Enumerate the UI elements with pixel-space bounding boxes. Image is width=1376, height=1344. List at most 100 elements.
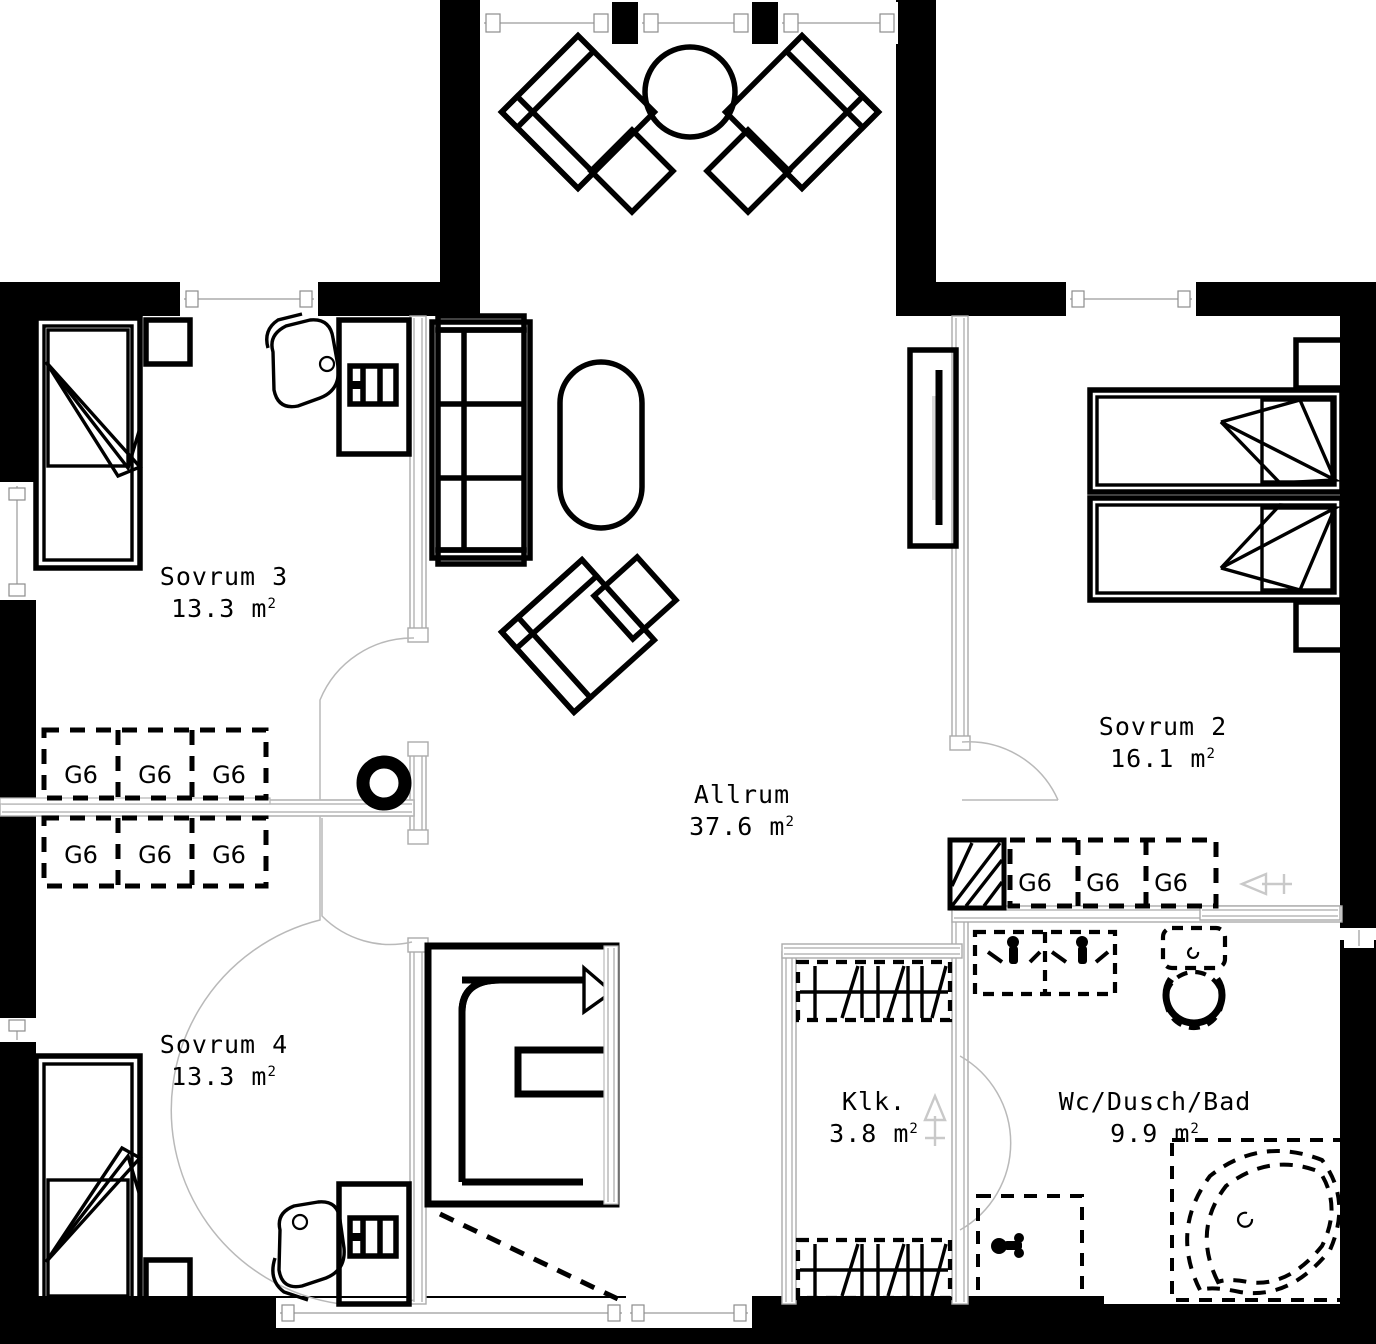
direction-arrow-icon — [1238, 872, 1292, 896]
column-icon — [356, 755, 412, 811]
bed-icon — [33, 315, 143, 571]
room-unit-sup: 2 — [909, 1121, 918, 1137]
svg-text:13.3 m2: 13.3 m2 — [171, 594, 277, 623]
room-unit-sup: 2 — [785, 814, 794, 830]
nightstand-icon — [1293, 599, 1351, 653]
wardrobe-cell-label: G6 — [138, 761, 172, 789]
room-name: Wc/Dusch/Bad — [1059, 1087, 1252, 1116]
oval-coffee-table-icon — [557, 359, 645, 531]
bathroom-fixtures — [972, 925, 1344, 1302]
room-label-sovrum4: Sovrum 4 13.3 m2 — [160, 1030, 288, 1091]
stair-icon — [424, 942, 622, 1303]
klk-storage — [795, 959, 953, 1301]
room-label-klk: Klk. 3.8 m2 — [829, 1087, 919, 1148]
washbasin-icon — [972, 929, 1118, 997]
partition-wall — [407, 741, 429, 845]
window-icon — [638, 2, 752, 44]
wall-mullion — [752, 2, 778, 44]
wardrobe-cell-label: G6 — [64, 841, 98, 869]
room-label-sovrum3: Sovrum 3 13.3 m2 — [160, 562, 287, 623]
wall-mullion — [612, 2, 638, 44]
wardrobe-cell-label: G6 — [138, 841, 172, 869]
room-unit-sup: 2 — [267, 596, 276, 612]
wall-segment — [318, 282, 480, 316]
window-icon — [180, 284, 318, 314]
door-swing-icon — [959, 1055, 1012, 1231]
room-unit-sup: 2 — [1190, 1121, 1199, 1137]
desk-icon — [336, 1181, 412, 1307]
wall-segment — [0, 282, 36, 482]
direction-arrow-icon — [923, 1092, 947, 1146]
room-label-wcduschbad: Wc/Dusch/Bad 9.9 m2 — [1059, 1087, 1252, 1148]
room-area: 16.1 — [1110, 744, 1174, 773]
tall-cabinet-icon — [907, 347, 959, 549]
nightstand-icon — [143, 1257, 193, 1307]
partition-wall — [1199, 905, 1341, 921]
partition-wall — [407, 315, 429, 643]
room-unit: m — [769, 812, 785, 841]
bed-icon — [1087, 387, 1345, 495]
sovrum4-furniture — [33, 1053, 412, 1309]
armchair-icon — [721, 31, 883, 193]
door-swing-icon — [961, 741, 1059, 801]
ottoman-icon — [590, 553, 680, 643]
door-swing-icon — [170, 815, 415, 1307]
wall-segment — [896, 0, 936, 300]
wardrobe-cell-label: G6 — [212, 841, 246, 869]
clothes-rail-icon — [795, 1237, 953, 1301]
svg-text:3.8 m2: 3.8 m2 — [829, 1119, 919, 1148]
window-icon — [2, 482, 32, 600]
room-name: Allrum — [694, 780, 790, 809]
nightstand-icon — [1293, 337, 1351, 391]
round-table-icon — [642, 44, 738, 140]
svg-text:13.3 m2: 13.3 m2 — [171, 1062, 277, 1091]
room-label-sovrum2: Sovrum 2 16.1 m2 — [1099, 712, 1226, 773]
partition-wall — [407, 937, 429, 1305]
desk-chair-icon — [265, 312, 341, 409]
room-label-allrum: Allrum 37.6 m2 — [689, 780, 794, 841]
wall-segment — [440, 0, 480, 300]
hatched-column — [947, 837, 1007, 911]
room-unit-sup: 2 — [267, 1064, 276, 1080]
room-labels-group: Sovrum 3 13.3 m2 Sovrum 4 13.3 m2 Allrum… — [160, 562, 1252, 1148]
room-unit-sup: 2 — [1206, 746, 1215, 762]
room-unit: m — [1174, 1119, 1190, 1148]
armchair-icon — [497, 31, 659, 193]
partition-wall — [781, 943, 963, 959]
shower-icon — [976, 1194, 1084, 1302]
room-unit: m — [1190, 744, 1206, 773]
wall-segment — [896, 282, 1066, 316]
wardrobe-left-lower: G6 G6 G6 — [41, 815, 269, 889]
toilet-icon — [1160, 925, 1228, 1031]
ottoman-icon — [587, 126, 677, 216]
partitions-group — [0, 315, 1343, 1305]
nightstand-icon — [143, 317, 193, 367]
window-icon — [626, 1298, 752, 1328]
room-name: Klk. — [842, 1087, 906, 1116]
wardrobe-cell-label: G6 — [1018, 869, 1052, 897]
partition-wall — [949, 315, 971, 751]
room-unit: m — [251, 1062, 267, 1091]
ottoman-icon — [703, 126, 793, 216]
wardrobe-cell-label: G6 — [1154, 869, 1188, 897]
window-icon — [778, 2, 898, 44]
desk-icon — [336, 317, 412, 457]
room-name: Sovrum 4 — [160, 1030, 288, 1059]
room-area: 9.9 — [1110, 1119, 1158, 1148]
room-area: 13.3 — [171, 1062, 235, 1091]
sovrum3-furniture — [33, 312, 412, 571]
window-icon — [1066, 284, 1196, 314]
window-icon — [480, 2, 612, 44]
wall-segment — [752, 1296, 1104, 1330]
wall-segment — [1340, 660, 1376, 928]
desk-chair-icon — [271, 1200, 346, 1302]
wall-segment — [1340, 940, 1376, 1330]
sovrum2-furniture — [1087, 337, 1351, 653]
clothes-rail-icon — [795, 959, 953, 1023]
wardrobe-left-upper: G6 G6 G6 — [41, 727, 269, 801]
partition-wall — [781, 951, 797, 1305]
allrum-furniture — [429, 31, 959, 717]
room-unit: m — [251, 594, 267, 623]
